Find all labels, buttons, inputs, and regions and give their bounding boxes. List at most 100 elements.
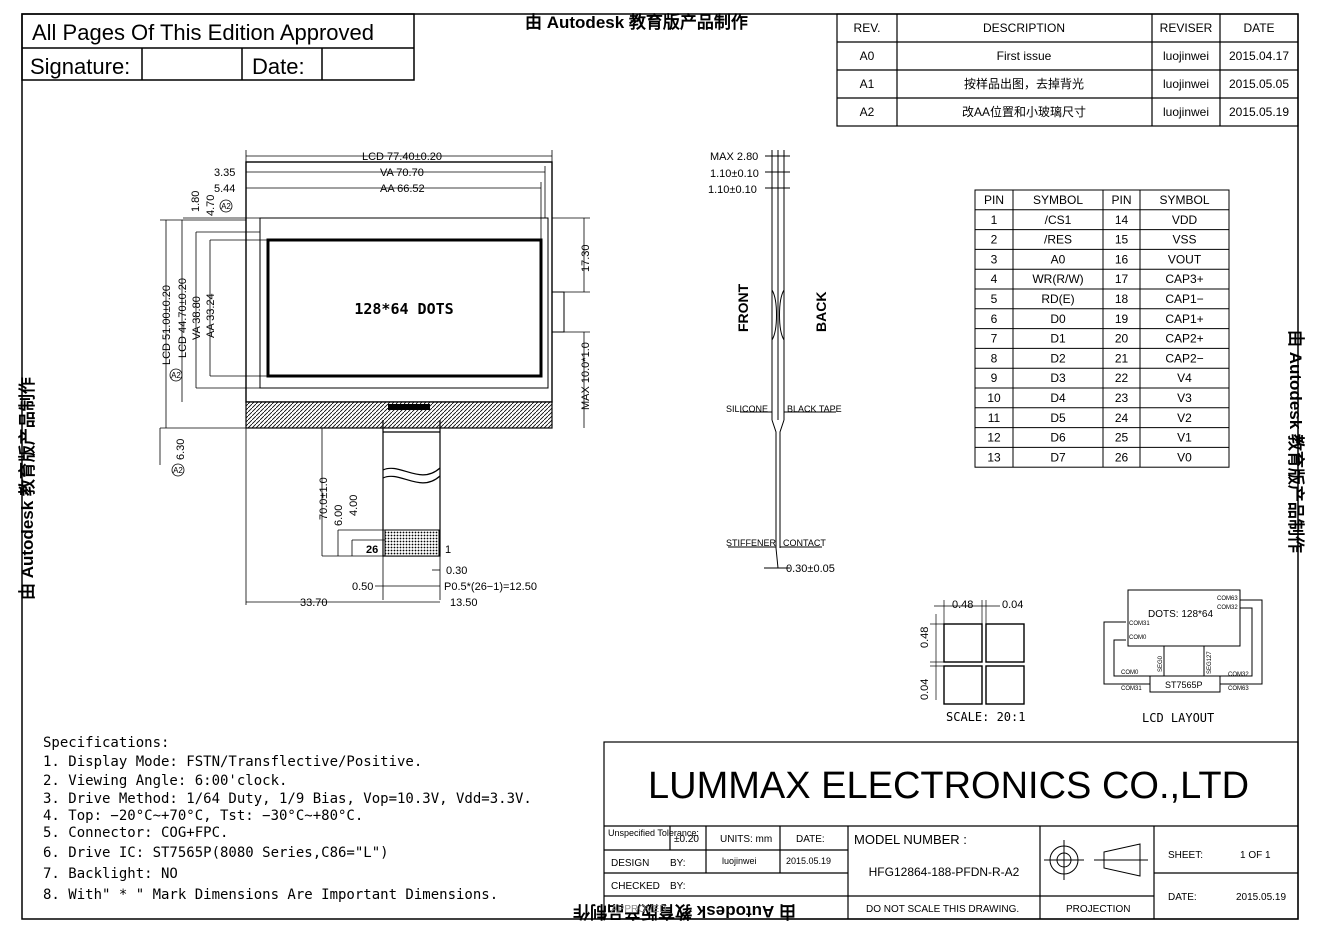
spec-line: 5. Connector: COG+FPC. [43, 825, 228, 841]
pin-number: 20 [1115, 332, 1129, 346]
spec-line: 4. Top: −20°C~+70°C, Tst: −30°C~+80°C. [43, 808, 363, 824]
sheet-value: 1 OF 1 [1240, 850, 1271, 861]
pin-number: 4 [991, 272, 998, 286]
approved-label: APPROVED [611, 904, 667, 915]
pin-number: 16 [1115, 252, 1129, 266]
watermark-bottom: 由 Autodesk 教育版产品制作 [573, 902, 796, 922]
pin-number: 1 [991, 213, 998, 227]
pin-symbol: VDD [1172, 213, 1198, 227]
dim-470: 4.70 [205, 195, 217, 216]
specifications: Specifications: 1. Display Mode: FSTN/Tr… [43, 735, 532, 903]
rev-markers: A2 A2 A2 [169, 199, 233, 477]
lcd-layout-labels: DOTS: 128*64 COM63 COM32 COM31 COM0 COM0… [1121, 596, 1249, 725]
a2-marker: A2 [173, 466, 183, 475]
pin-number: 6 [991, 312, 998, 326]
watermark-left: 由 Autodesk 教育版产品制作 [17, 377, 37, 600]
date2-value: 2015.05.19 [1236, 892, 1286, 903]
spec-title: Specifications: [43, 735, 169, 751]
sheet-label: SHEET: [1168, 850, 1203, 861]
pin-number: 22 [1115, 371, 1129, 385]
approval-title: All Pages Of This Edition Approved [32, 20, 374, 45]
layout-com31: COM31 [1129, 621, 1150, 627]
pin-number: 8 [991, 351, 998, 365]
pin-number: 19 [1115, 312, 1129, 326]
design-label: DESIGN [611, 858, 649, 869]
dim-aa-width: AA 66.52 [380, 183, 425, 195]
silicone-label: SILICONE [726, 404, 768, 414]
pin-symbol: D6 [1050, 431, 1066, 445]
contact-label: CONTACT [783, 538, 826, 548]
date-header: DATE: [796, 834, 825, 845]
pin-number: 26 [1115, 450, 1129, 464]
pin-symbol: A0 [1051, 252, 1066, 266]
dim-050: 0.50 [352, 581, 373, 593]
pin-number: 10 [987, 391, 1001, 405]
dim-180: 1.80 [190, 191, 202, 212]
spec-line: 2. Viewing Angle: 6:00'clock. [43, 773, 287, 789]
rev-header: REVISER [1160, 21, 1213, 35]
side-t1: 1.10±0.10 [710, 168, 759, 180]
rev-header: DESCRIPTION [983, 21, 1065, 35]
pin-symbol: /CS1 [1045, 213, 1072, 227]
fpc-contacts [384, 529, 440, 557]
design-by: BY: [670, 858, 686, 869]
front-label: FRONT [735, 283, 751, 332]
dim-1350: 13.50 [450, 597, 478, 609]
pin-symbol: D2 [1050, 351, 1066, 365]
dim-1730: 17.30 [580, 244, 592, 272]
title-block [603, 741, 1299, 920]
pin-number: 3 [991, 252, 998, 266]
side-thickness: 0.30±0.05 [786, 563, 835, 575]
side-max: MAX 2.80 [710, 151, 758, 163]
spec-line: 8. With" * " Mark Dimensions Are Importa… [43, 887, 498, 903]
pin-header: SYMBOL [1159, 193, 1209, 207]
pixel-w2: 0.04 [1002, 599, 1023, 611]
pin-header: PIN [984, 193, 1004, 207]
rev-cell: luojinwei [1163, 105, 1209, 119]
pin-number: 13 [987, 450, 1001, 464]
projection-symbol [1044, 840, 1148, 880]
dim-lcd2-height: LCD 44.70±0.20 [177, 278, 189, 358]
pin-number: 9 [991, 371, 998, 385]
rev-cell: luojinwei [1163, 49, 1209, 63]
tolerance-value: ±0.20 [674, 834, 699, 845]
a2-marker: A2 [221, 202, 231, 211]
spec-line: 3. Drive Method: 1/64 Duty, 1/9 Bias, Vo… [43, 791, 532, 807]
pin-26-label: 26 [366, 544, 378, 556]
dim-600: 6.00 [333, 505, 345, 526]
lcd-layout [1103, 589, 1263, 693]
pin-number: 15 [1115, 233, 1129, 247]
approval-box [21, 13, 415, 81]
back-label: BACK [813, 292, 829, 332]
pin-symbol: D5 [1050, 411, 1066, 425]
pin-symbol: D4 [1050, 391, 1066, 405]
layout-com0b: COM0 [1121, 670, 1139, 676]
pixel-w1: 0.48 [952, 599, 973, 611]
pin-symbol: D1 [1050, 332, 1066, 346]
pin-symbol: RD(E) [1041, 292, 1074, 306]
pin-1-label: 1 [445, 544, 451, 556]
pin-number: 11 [988, 411, 1001, 425]
pin-number: 25 [1115, 431, 1129, 445]
tolerance-label: Unspecified Tolerance: [608, 828, 699, 838]
pin-symbol: VOUT [1168, 252, 1202, 266]
pin-symbol: WR(R/W) [1032, 272, 1083, 286]
pin-table-grid [974, 189, 1230, 468]
rev-cell: 2015.04.17 [1229, 49, 1289, 63]
pin-number: 14 [1115, 213, 1129, 227]
pin-symbol: V0 [1177, 450, 1192, 464]
a2-marker: A2 [171, 371, 181, 380]
title-block-labels: Unspecified Tolerance: ±0.20 UNITS: mm D… [608, 828, 1286, 915]
dim-3370: 33.70 [300, 597, 328, 609]
pin-number: 2 [991, 233, 998, 247]
rev-header: DATE [1243, 21, 1274, 35]
dim-va-height: VA 38.80 [191, 296, 203, 340]
side-t2: 1.10±0.10 [708, 184, 757, 196]
pixel-scale: SCALE: 20:1 [946, 710, 1025, 724]
pin-symbol: CAP1+ [1165, 312, 1203, 326]
rev-cell: luojinwei [1163, 77, 1209, 91]
side-view-labels: MAX 2.80 1.10±0.10 1.10±0.10 FRONT BACK … [708, 151, 842, 575]
dim-400: 4.00 [348, 495, 360, 516]
checked-label: CHECKED [611, 881, 660, 892]
pixel-detail-labels: 0.48 0.04 0.48 0.04 SCALE: 20:1 [919, 599, 1025, 724]
